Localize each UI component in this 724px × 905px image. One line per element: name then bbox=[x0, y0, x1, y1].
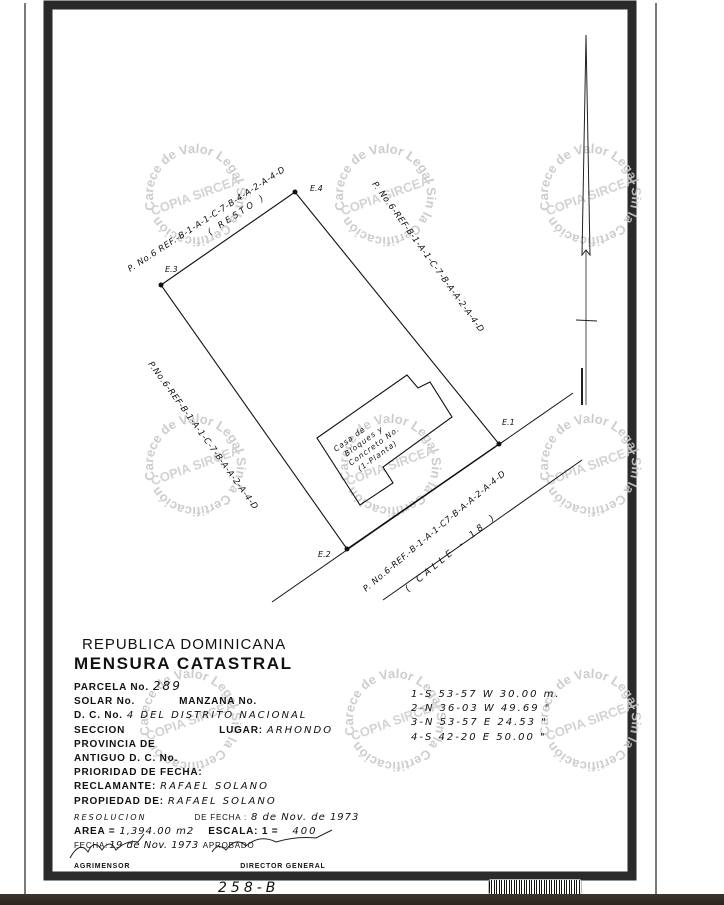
resolucion-value: RESOLUCION bbox=[74, 812, 147, 822]
antiguo-dc-label: ANTIGUO D. C. No. bbox=[74, 752, 179, 764]
bearing-row: 3-N 53-57 E 24.53 " bbox=[411, 717, 548, 729]
fecha-label: FECHA: bbox=[74, 841, 109, 851]
bearing-row: 1-S 53-57 W 30.00 m. bbox=[411, 689, 561, 700]
street-line-lower bbox=[382, 459, 583, 601]
propiedad-label: PROPIEDAD DE: bbox=[74, 795, 164, 807]
surveyor-signature bbox=[69, 833, 145, 859]
director-signature bbox=[211, 829, 333, 853]
lugar-value: ARHONDO bbox=[266, 724, 334, 736]
provincia-label: PROVINCIA DE bbox=[74, 738, 156, 750]
title-block: REPUBLICA DOMINICANA MENSURA CATASTRAL P… bbox=[74, 636, 359, 871]
bearing-row: 2-N 36-03 W 49.69 " bbox=[411, 703, 552, 715]
escala-value: 400 bbox=[292, 825, 318, 837]
propiedad-value: RAFAEL SOLANO bbox=[167, 795, 277, 807]
bearings-table: 1-S 53-57 W 30.00 m. 2-N 36-03 W 49.69 "… bbox=[407, 688, 561, 745]
barcode bbox=[488, 879, 582, 895]
sheet-number: 258-B bbox=[218, 880, 279, 896]
sheet-frame bbox=[43, 0, 637, 881]
document-title: MENSURA CATASTRAL bbox=[74, 654, 293, 673]
escala-label: ESCALA: 1 = bbox=[208, 825, 279, 837]
parcela-value: 289 bbox=[152, 679, 182, 693]
building-footprint bbox=[316, 374, 453, 506]
manzana-label: MANZANA No. bbox=[179, 696, 257, 708]
defecha-value: 8 de Nov. de 1973 bbox=[250, 811, 360, 823]
corner-label-e4: E.4 bbox=[310, 184, 323, 193]
parcel-boundary bbox=[160, 191, 500, 550]
parcela-label: PARCELA No. bbox=[74, 682, 149, 693]
area-value: 1,394.00 m2 bbox=[119, 825, 195, 837]
street-line-upper bbox=[271, 392, 574, 603]
dc-label: D. C. No. bbox=[74, 710, 123, 722]
director-label: DIRECTOR GENERAL bbox=[240, 863, 326, 871]
corner-label-e3: E.3 bbox=[165, 265, 178, 274]
reclamante-value: RAFAEL SOLANO bbox=[160, 781, 269, 793]
corner-label-e1: E.1 bbox=[502, 418, 515, 427]
fecha-value: 19 de Nov. 1973 bbox=[109, 840, 199, 852]
seccion-label: SECCION bbox=[74, 724, 126, 736]
lugar-label: LUGAR: bbox=[219, 724, 263, 736]
prioridad-label: PRIORIDAD DE FECHA: bbox=[74, 767, 203, 779]
agrimensor-label: AGRIMENSOR bbox=[74, 863, 131, 871]
corner-label-e2: E.2 bbox=[318, 550, 331, 559]
area-label: AREA = bbox=[74, 825, 116, 837]
dc-value: 4 DEL DISTRITO NACIONAL bbox=[126, 710, 308, 722]
bearing-row: 4-S 42-20 E 50.00 " bbox=[411, 731, 547, 743]
country-heading: REPUBLICA DOMINICANA bbox=[82, 636, 287, 653]
solar-label: SOLAR No. bbox=[74, 696, 136, 708]
reclamante-label: RECLAMANTE: bbox=[74, 781, 157, 793]
defecha-label: DE FECHA : bbox=[194, 812, 247, 822]
aprobado-label: APROBADO bbox=[202, 841, 255, 851]
viewer-bottom-bar bbox=[0, 894, 724, 905]
north-arrow bbox=[575, 34, 598, 405]
